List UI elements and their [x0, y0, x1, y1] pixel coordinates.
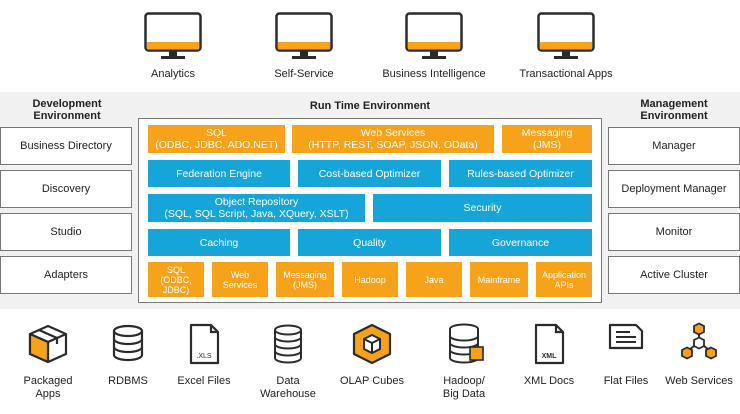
box-line: APIs — [554, 279, 574, 290]
rt-adapter-mainframe[interactable]: Mainframe — [470, 262, 528, 297]
rt-security[interactable]: Security — [373, 194, 592, 222]
rt-cost-optimizer[interactable]: Cost-based Optimizer — [298, 160, 441, 187]
xml-file-tag: XML — [542, 353, 558, 360]
source-line: OLAP Cubes — [339, 375, 404, 387]
rt-adapter-java[interactable]: Java — [406, 262, 462, 297]
box-line: Services — [222, 279, 258, 290]
rt-quality[interactable]: Quality — [298, 229, 441, 256]
dev-item-studio[interactable]: Studio — [0, 213, 132, 251]
rt-adapter-hadoop[interactable]: Hadoop — [342, 262, 398, 297]
box-line: (JMS) — [533, 139, 561, 151]
box-line: (HTTP, REST, SOAP, JSON, OData) — [308, 139, 478, 151]
source-label: Hadoop/Big Data — [414, 375, 514, 401]
rt-governance[interactable]: Governance — [449, 229, 592, 256]
consumer-label: Business Intelligence — [382, 68, 486, 80]
rt-adapter-web-services[interactable]: Web Services — [212, 262, 268, 297]
rt-adapter-sql[interactable]: SQL (ODBC, JDBC) — [148, 262, 204, 297]
mgmt-title-line: Environment — [640, 110, 708, 122]
rt-adapter-application-apis[interactable]: Application APIs — [536, 262, 592, 297]
source-line: XML Docs — [523, 375, 575, 387]
source-line: Big Data — [442, 388, 486, 400]
box-line: (JMS) — [293, 279, 317, 290]
web-services-icon — [681, 322, 717, 360]
flat-file-icon — [608, 323, 644, 350]
source-line: Web Services — [665, 375, 733, 387]
source-label: RDBMS — [78, 375, 178, 388]
dev-title-line: Development — [32, 98, 102, 110]
rt-sql[interactable]: SQL (ODBC, JDBC, ADO.NET) — [148, 125, 285, 153]
mgmt-item-manager[interactable]: Manager — [608, 127, 740, 165]
xls-file-tag: .XLS — [196, 353, 212, 360]
xml-file-icon: XML — [534, 323, 565, 365]
warehouse-icon — [274, 324, 302, 364]
source-label: XML Docs — [499, 375, 599, 388]
source-line: Flat Files — [603, 375, 649, 387]
box-line: JDBC) — [162, 284, 190, 295]
xls-file-icon: .XLS — [189, 323, 220, 365]
rt-object-repository[interactable]: Object Repository (SQL, SQL Script, Java… — [148, 194, 365, 222]
cube-icon — [352, 323, 392, 365]
source-label: Flat Files — [576, 375, 676, 388]
package-icon — [28, 324, 68, 364]
mgmt-env-title: Management Environment — [608, 98, 740, 122]
source-label: Excel Files — [154, 375, 254, 388]
runtime-title: Run Time Environment — [309, 100, 431, 112]
monitor-icon — [275, 12, 333, 61]
source-line: Hadoop/ — [443, 375, 485, 387]
box-line: Object Repository — [214, 196, 299, 208]
source-line: Warehouse — [260, 388, 316, 400]
box-line: (ODBC, JDBC, ADO.NET) — [155, 139, 278, 151]
source-label: Web Services — [649, 375, 740, 388]
dev-item-adapters[interactable]: Adapters — [0, 256, 132, 294]
dev-env-title: Development Environment — [0, 98, 134, 122]
consumer-label: Self-Service — [274, 68, 334, 80]
rt-federation-engine[interactable]: Federation Engine — [148, 160, 290, 187]
box-line: Messaging — [521, 127, 573, 139]
box-line: Application — [541, 269, 587, 280]
monitor-icon — [144, 12, 202, 61]
rt-caching[interactable]: Caching — [148, 229, 290, 256]
dev-item-business-directory[interactable]: Business Directory — [0, 127, 132, 165]
mgmt-item-monitor[interactable]: Monitor — [608, 213, 740, 251]
mgmt-title-line: Management — [640, 98, 708, 110]
rt-rules-optimizer[interactable]: Rules-based Optimizer — [449, 160, 592, 187]
rt-web-services[interactable]: Web Services (HTTP, REST, SOAP, JSON, OD… — [292, 125, 494, 153]
mgmt-item-active-cluster[interactable]: Active Cluster — [608, 256, 740, 294]
monitor-icon — [405, 12, 463, 61]
consumer-label: Transactional Apps — [519, 68, 613, 80]
rt-adapter-messaging[interactable]: Messaging (JMS) — [276, 262, 334, 297]
dev-item-discovery[interactable]: Discovery — [0, 170, 132, 208]
box-line: Web — [230, 269, 250, 280]
monitor-icon — [537, 12, 595, 61]
box-line: (SQL, SQL Script, Java, XQuery, XSLT) — [164, 208, 349, 220]
source-line: Apps — [35, 388, 61, 400]
database-icon — [112, 324, 144, 362]
box-line: SQL — [205, 127, 227, 139]
source-line: Data — [276, 375, 300, 387]
dev-title-line: Environment — [33, 110, 101, 122]
box-line: (ODBC, — [160, 274, 192, 285]
source-line: Packaged — [23, 375, 73, 387]
consumer-label: Analytics — [150, 68, 196, 80]
source-line: RDBMS — [108, 375, 148, 387]
source-line: Excel Files — [177, 375, 231, 387]
rt-messaging[interactable]: Messaging (JMS) — [502, 125, 592, 153]
mgmt-item-deployment-manager[interactable]: Deployment Manager — [608, 170, 740, 208]
hadoop-icon — [449, 323, 484, 364]
box-line: SQL — [166, 264, 185, 275]
source-label: OLAP Cubes — [322, 375, 422, 388]
box-line: Web Services — [360, 127, 426, 139]
box-line: Messaging — [283, 269, 327, 280]
